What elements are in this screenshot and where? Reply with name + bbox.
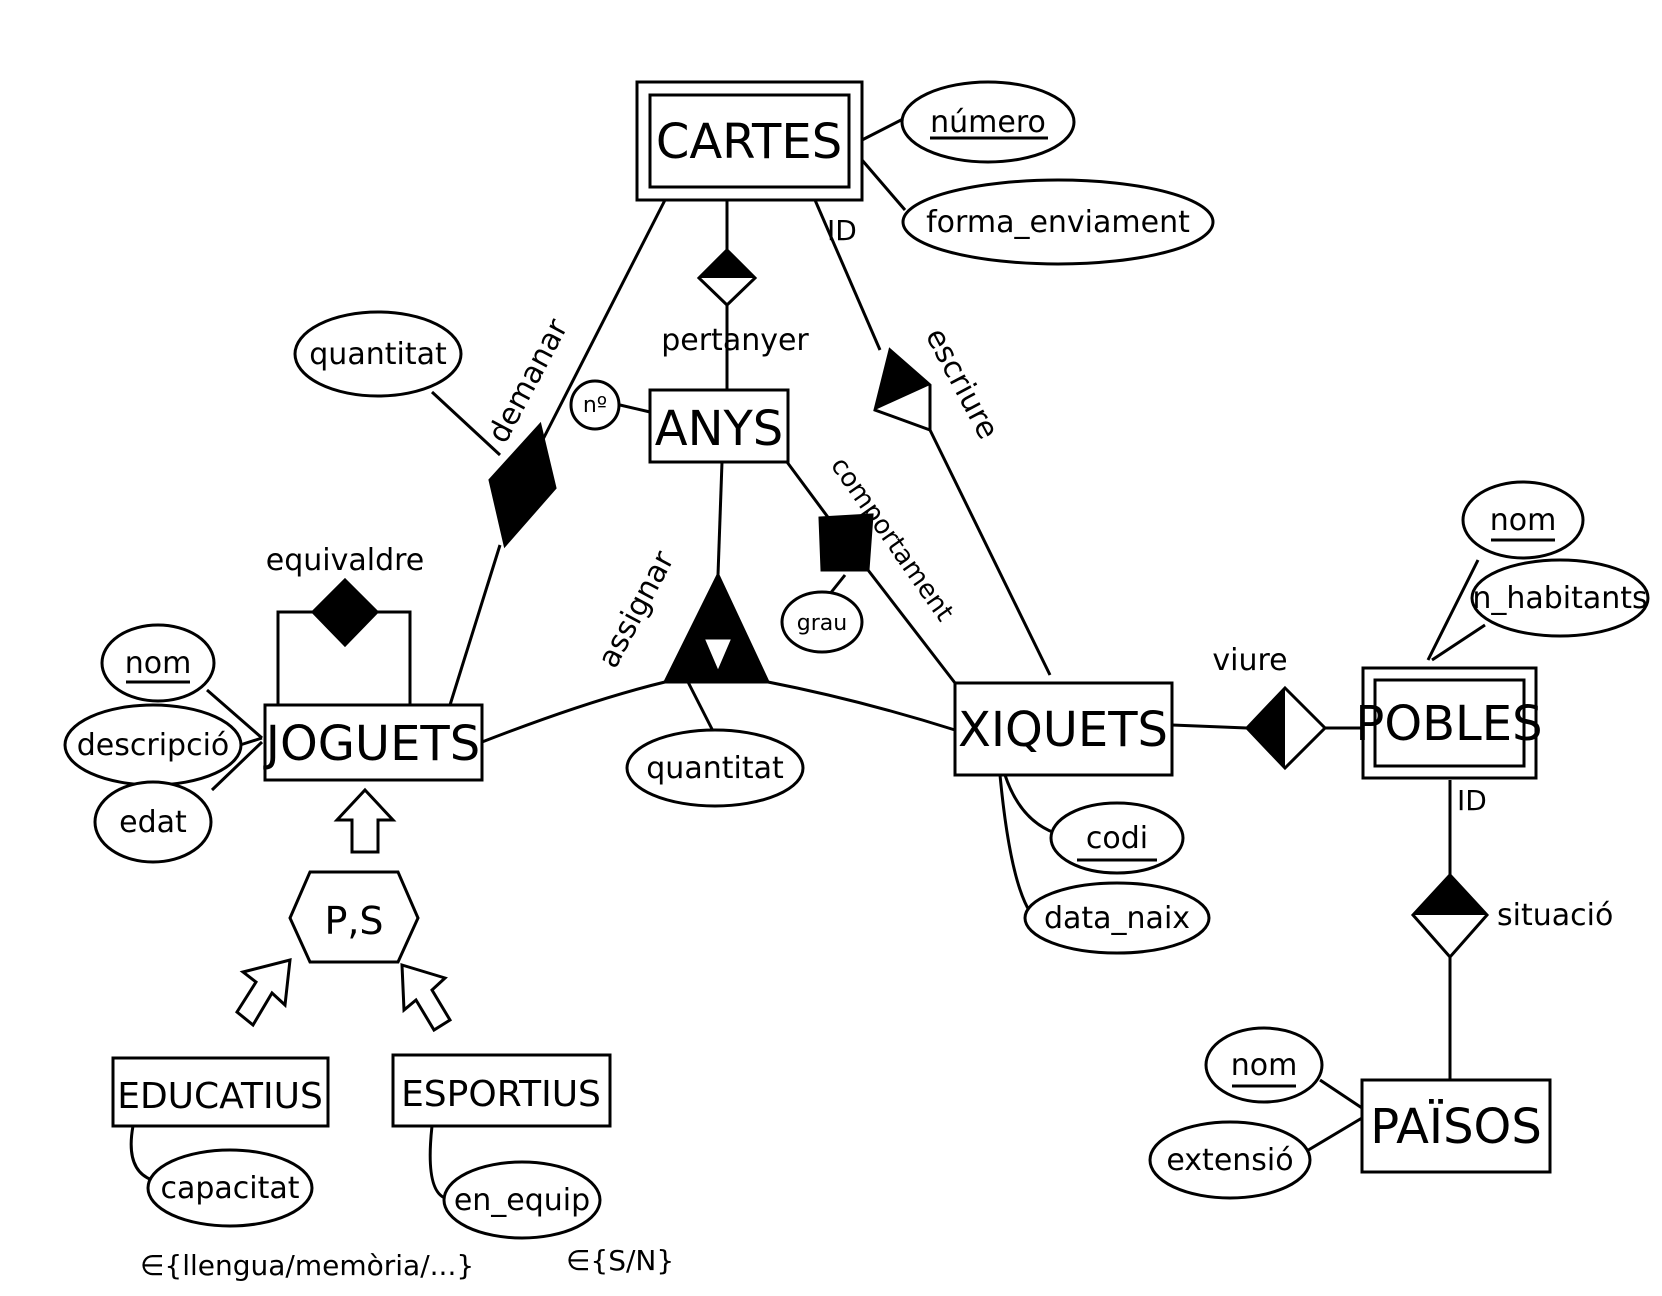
entity-cartes-label: CARTES [656, 114, 842, 170]
attribute-anys-num-label: nº [583, 393, 607, 418]
entity-educatius: EDUCATIUS [111, 1056, 330, 1128]
attribute-assignar-quantitat-label: quantitat [646, 751, 784, 786]
relationship-equivaldre-label: equivaldre [266, 543, 425, 578]
attribute-joguets-nom-label: nom [125, 646, 192, 681]
generalization-hexagon: P,S [288, 870, 420, 964]
attribute-comportament-grau: grau [780, 590, 864, 654]
attribute-xiquets-codi-label: codi [1086, 821, 1148, 856]
attribute-pobles-habitants-label: n_habitants [1472, 581, 1647, 616]
attribute-educatius-capacitat-label: capacitat [160, 1171, 299, 1206]
relationship-equivaldre: equivaldre [266, 543, 425, 648]
generalization-arrow-up [333, 787, 397, 854]
attribute-joguets-nom: nom [100, 623, 216, 703]
relationship-assignar: assignar [591, 545, 771, 684]
relationship-situacio: situació [1410, 872, 1613, 960]
relationship-pertanyer-label: pertanyer [661, 323, 809, 358]
attribute-joguets-descripcio: descripció [63, 703, 243, 787]
attribute-cartes-numero: número [900, 80, 1076, 164]
attribute-cartes-forma: forma_enviament [901, 178, 1215, 266]
id-label-pobles: ID [1457, 784, 1487, 817]
entity-anys-label: ANYS [655, 401, 784, 457]
entity-pobles: POBLES [1355, 666, 1543, 780]
id-label-cartes: ID [827, 214, 857, 247]
entity-anys: ANYS [648, 388, 790, 464]
equip-domain-note: ∈{S/N} [566, 1244, 674, 1277]
generalization-arrow-esportius [400, 962, 453, 1033]
attribute-pobles-nom-label: nom [1490, 503, 1557, 538]
relationship-viure-label: viure [1212, 643, 1287, 678]
relationship-demanar-label: demanar [481, 313, 576, 449]
capacitat-domain-note: ∈{llengua/memòria/...} [140, 1249, 474, 1282]
relationship-demanar: demanar [481, 313, 576, 549]
entity-joguets: JOGUETS [263, 703, 484, 782]
relationship-viure: viure [1212, 643, 1328, 771]
attribute-esportius-equip: en_equip [442, 1160, 602, 1240]
attribute-xiquets-data-label: data_naix [1044, 901, 1190, 936]
attribute-xiquets-data: data_naix [1023, 881, 1211, 955]
attribute-pobles-nom: nom [1461, 480, 1585, 560]
entity-xiquets: XIQUETS [953, 681, 1174, 777]
entity-esportius: ESPORTIUS [391, 1053, 612, 1128]
attribute-pobles-habitants: n_habitants [1470, 558, 1650, 638]
relationship-situacio-label: situació [1497, 898, 1613, 933]
entity-paisos: PAÏSOS [1360, 1078, 1552, 1174]
connector-lines [129, 116, 1486, 1200]
entity-educatius-label: EDUCATIUS [117, 1076, 323, 1117]
entity-joguets-label: JOGUETS [263, 716, 480, 772]
attribute-joguets-edat: edat [93, 780, 213, 864]
attribute-joguets-edat-label: edat [119, 805, 187, 840]
generalization-arrow-educatius [235, 958, 292, 1028]
relationship-pertanyer: pertanyer [661, 247, 809, 358]
attribute-paisos-nom-label: nom [1231, 1048, 1298, 1083]
attribute-esportius-equip-label: en_equip [454, 1183, 590, 1218]
attribute-assignar-quantitat: quantitat [625, 728, 805, 808]
entity-cartes: CARTES [635, 80, 864, 202]
attribute-demanar-quantitat-label: quantitat [309, 337, 447, 372]
attribute-paisos-extensio-label: extensió [1166, 1143, 1293, 1178]
relationship-escriure: escriure [873, 322, 1005, 445]
attribute-cartes-numero-label: número [930, 105, 1046, 140]
entity-pobles-label: POBLES [1355, 696, 1542, 752]
attribute-paisos-nom: nom [1204, 1026, 1324, 1104]
entity-xiquets-label: XIQUETS [958, 702, 1168, 758]
attribute-demanar-quantitat: quantitat [293, 310, 463, 398]
attribute-xiquets-codi: codi [1049, 801, 1185, 875]
attribute-joguets-descripcio-label: descripció [77, 728, 230, 763]
relationship-assignar-label: assignar [591, 545, 682, 674]
entity-esportius-label: ESPORTIUS [401, 1074, 601, 1115]
attribute-comportament-grau-label: grau [797, 611, 847, 636]
generalization-label: P,S [324, 899, 383, 943]
attribute-cartes-forma-label: forma_enviament [926, 205, 1190, 240]
entity-paisos-label: PAÏSOS [1370, 1099, 1542, 1155]
attribute-anys-num: nº [569, 379, 621, 431]
attribute-paisos-extensio: extensió [1148, 1120, 1312, 1200]
attribute-educatius-capacitat: capacitat [146, 1148, 314, 1228]
